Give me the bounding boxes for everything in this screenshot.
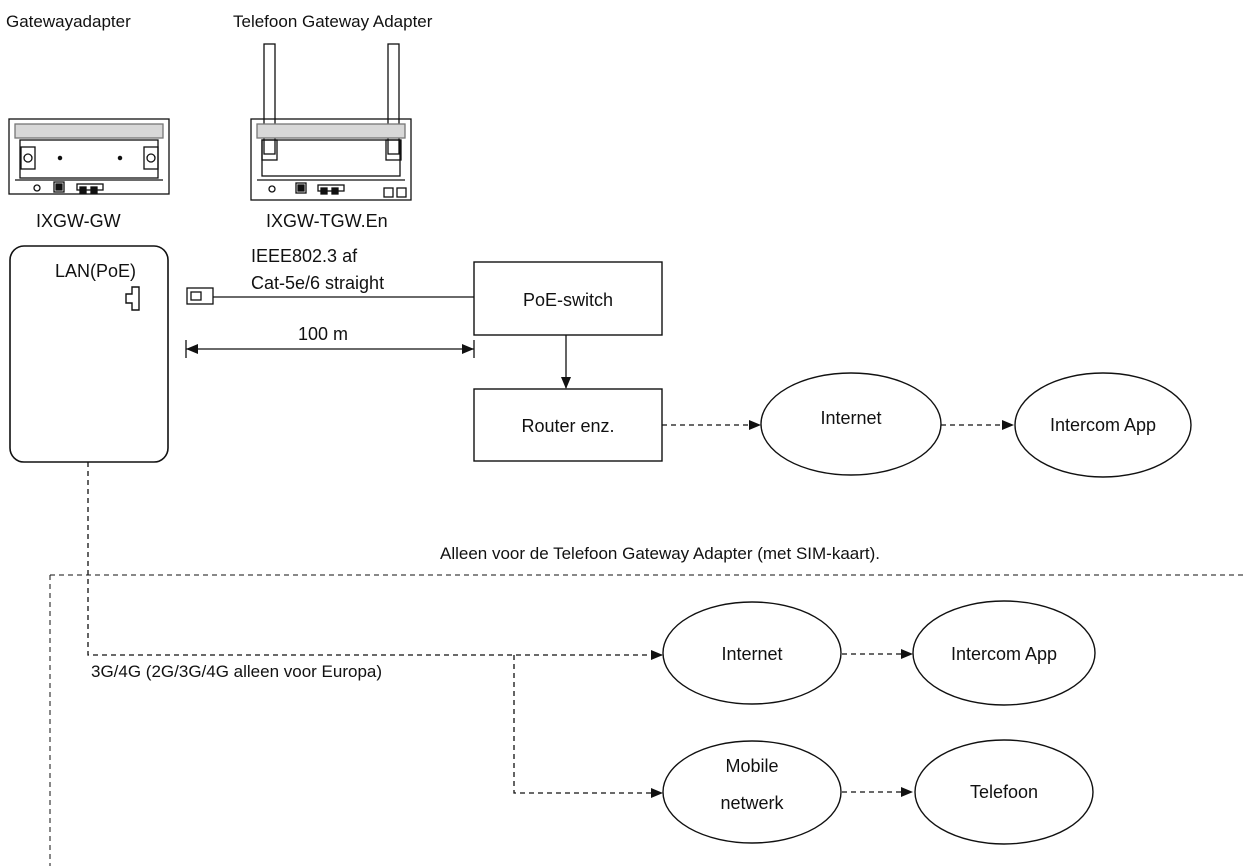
- ixgw-gw-device-illustration: [8, 118, 170, 195]
- cellular-to-internet-arrow: [87, 462, 663, 660]
- lan-poe-label: LAN(PoE): [55, 261, 136, 281]
- router-label: Router enz.: [521, 416, 614, 436]
- cable-length-label: 100 m: [298, 324, 348, 344]
- intercom-app-bottom-label: Intercom App: [951, 644, 1057, 664]
- sim-only-note: Alleen voor de Telefoon Gateway Adapter …: [440, 544, 880, 563]
- router-box: [473, 388, 663, 462]
- intercom-app-node-top: [1014, 372, 1192, 478]
- telephone-node: [914, 739, 1094, 845]
- rj45-plug-icon: [186, 287, 214, 305]
- poe-switch-label: PoE-switch: [523, 290, 613, 310]
- ixgw-gw-model-label: IXGW-GW: [36, 211, 121, 231]
- telephone-gateway-heading: Telefoon Gateway Adapter: [233, 12, 433, 31]
- intercom-app-top-label: Intercom App: [1050, 415, 1156, 435]
- gateway-device-block: [9, 245, 169, 463]
- cable-type-label: Cat-5e/6 straight: [251, 273, 384, 293]
- gateway-adapter-heading: Gatewayadapter: [6, 12, 131, 31]
- lan-port-icon: [125, 286, 140, 311]
- poe-switch-box: [473, 261, 663, 336]
- mobile-network-label-line2: netwerk: [720, 793, 784, 813]
- intercom-app-node-bottom: [912, 600, 1096, 706]
- cable-standard-label: IEEE802.3 af: [251, 246, 358, 266]
- telephone-label: Telefoon: [970, 782, 1038, 802]
- mobile-network-node: [662, 740, 842, 844]
- ixgw-tgw-model-label: IXGW-TGW.En: [266, 211, 388, 231]
- internet-top-label: Internet: [820, 408, 881, 428]
- mobile-network-label-line1: Mobile: [725, 756, 778, 776]
- internet-node-top: [760, 372, 942, 476]
- internet-bottom-label: Internet: [721, 644, 782, 664]
- cellular-note: 3G/4G (2G/3G/4G alleen voor Europa): [91, 662, 382, 681]
- cellular-to-mobile-arrow: [513, 655, 663, 798]
- ixgw-tgw-device-illustration: [250, 43, 412, 201]
- internet-node-bottom: [662, 601, 842, 705]
